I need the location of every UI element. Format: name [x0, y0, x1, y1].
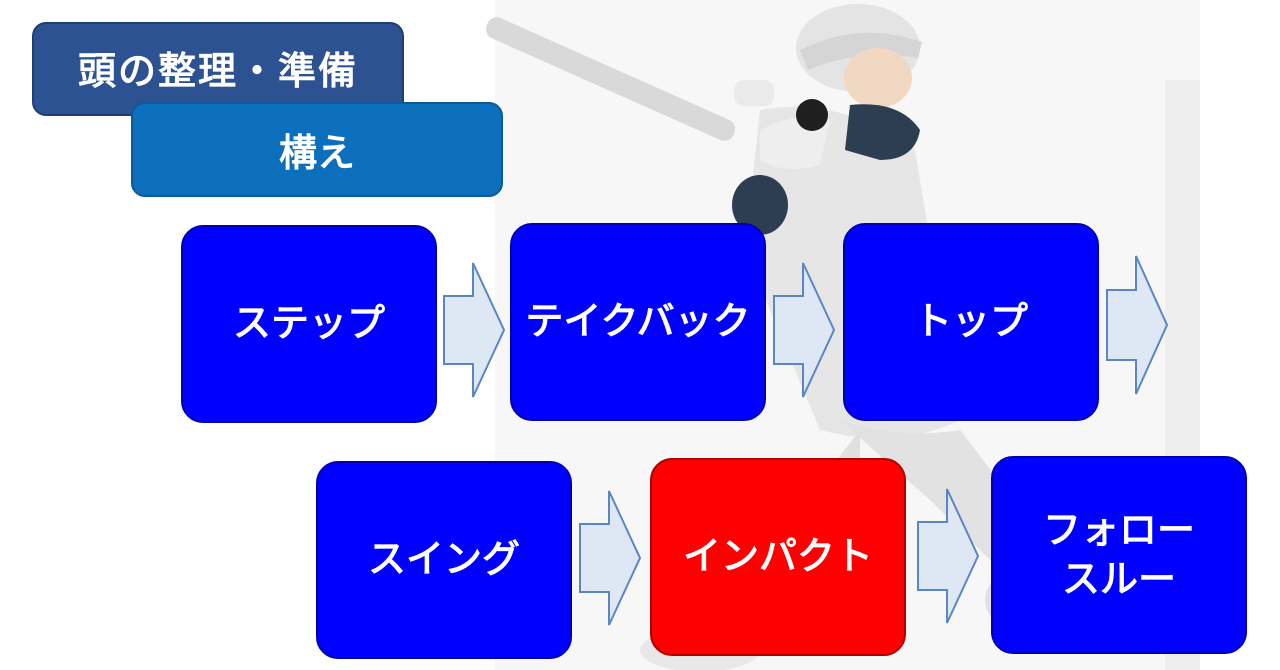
preparation-header-box: 頭の整理・準備	[32, 22, 404, 116]
stance-header-box: 構え	[131, 102, 503, 197]
arrow-right-icon	[1106, 255, 1168, 395]
arrow-right-icon	[917, 488, 979, 624]
impact-label: インパクト	[682, 534, 873, 579]
preparation-label: 頭の整理・準備	[77, 48, 358, 93]
arrow-right-icon	[443, 262, 505, 398]
step-box-takeback: テイクバック	[510, 223, 766, 421]
follow-through-label-line1: フォロー	[1042, 507, 1195, 552]
stance-label: 構え	[278, 131, 355, 175]
arrow-right-icon	[579, 490, 641, 626]
takeback-label: テイクバック	[525, 299, 751, 344]
step-box-impact: インパクト	[650, 458, 906, 656]
step-box-step: ステップ	[181, 225, 437, 423]
step-box-follow-through: フォロー スルー	[991, 456, 1247, 654]
step-box-top: トップ	[843, 223, 1099, 421]
step-label: ステップ	[232, 301, 385, 346]
step-box-swing: スイング	[316, 461, 572, 659]
swing-label: スイング	[367, 537, 520, 582]
top-label: トップ	[913, 299, 1028, 344]
arrow-right-icon	[773, 262, 835, 398]
follow-through-label-line2: スルー	[1061, 557, 1176, 601]
